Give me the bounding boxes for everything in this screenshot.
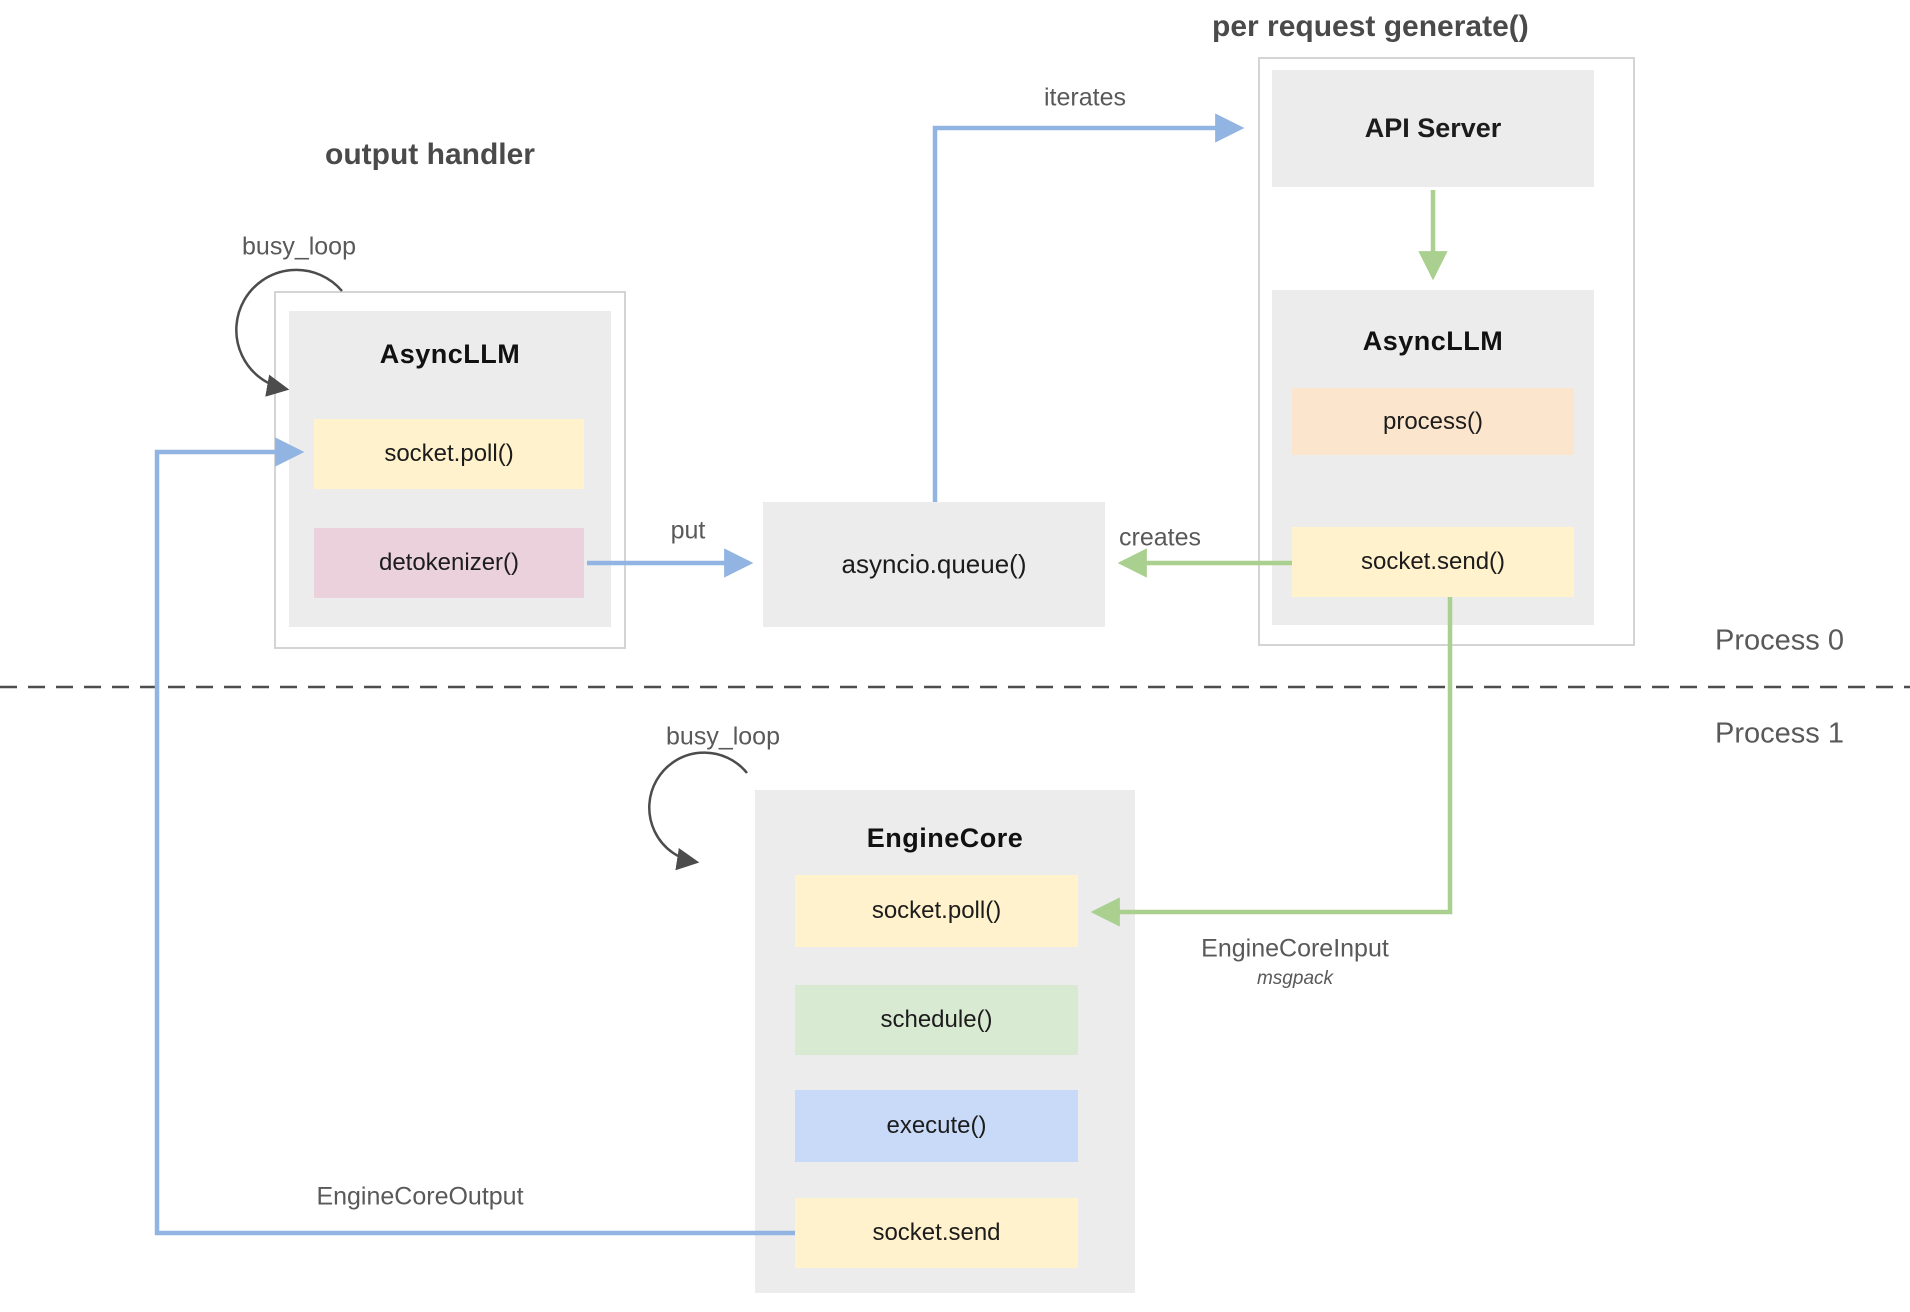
engine-socket-poll-chip: socket.poll(): [795, 875, 1078, 947]
engine-socket-send-chip: socket.send: [795, 1198, 1078, 1268]
creates-label: creates: [1119, 523, 1201, 552]
execute-chip: execute(): [795, 1090, 1078, 1162]
engine-core-input-label: EngineCoreInput: [1201, 934, 1389, 963]
left-busy-loop-label: busy_loop: [242, 232, 356, 261]
per-request-generate-title: per request generate(): [1212, 10, 1529, 43]
put-label: put: [670, 516, 706, 545]
left-socket-poll-chip: socket.poll(): [314, 419, 584, 489]
output-handler-title: output handler: [325, 138, 535, 171]
iterates-label: iterates: [1044, 83, 1126, 112]
engine-busy-loop-label: busy_loop: [666, 722, 780, 751]
right-asyncllm-title: AsyncLLM: [1362, 326, 1504, 356]
engine-core-output-label: EngineCoreOutput: [316, 1182, 524, 1211]
process-chip: process(): [1292, 388, 1574, 455]
iterates-arrow: [932, 113, 1245, 502]
asyncio-queue-box: asyncio.queue(): [763, 502, 1105, 627]
msgpack-label: msgpack: [1256, 968, 1334, 989]
api-server-box: API Server: [1272, 70, 1594, 187]
process1-label: Process 1: [1715, 717, 1844, 750]
engine-core-title: EngineCore: [866, 823, 1024, 853]
right-socket-send-chip: socket.send(): [1292, 527, 1574, 597]
schedule-chip: schedule(): [795, 985, 1078, 1055]
process0-label: Process 0: [1715, 624, 1844, 657]
engine-busy-loop-arrow: [648, 751, 748, 871]
detokenizer-chip: detokenizer(): [314, 528, 584, 598]
left-asyncllm-title: AsyncLLM: [379, 339, 521, 369]
